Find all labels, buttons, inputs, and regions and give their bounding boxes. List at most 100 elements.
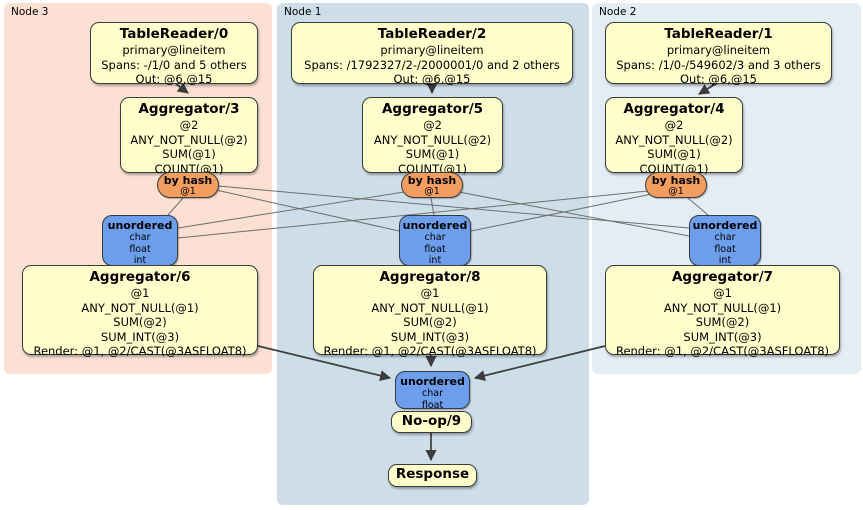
edge-tr0-agg3 (175, 82, 189, 94)
processor-title: TableReader/1 (664, 26, 773, 42)
processor-title: No-op/9 (401, 413, 462, 429)
router-key: @1 (668, 186, 684, 197)
agg-func: ANY_NOT_NULL(@1) (371, 300, 489, 315)
router-key: @1 (180, 186, 196, 197)
noop-processor: No-op/9 (391, 411, 472, 433)
processor-index: primary@lineitem (380, 43, 484, 57)
unordered-sync-node2: unordered char float int (689, 215, 761, 266)
col-type: char (129, 232, 151, 243)
processor-out: Out: @6,@15 (680, 72, 757, 86)
edge-hash1-uno2 (458, 191, 690, 237)
aggregator-3-processor: Aggregator/3 @2 ANY_NOT_NULL(@2) SUM(@1)… (120, 97, 258, 176)
col-type: float (129, 243, 151, 255)
render-expr: Render: @1, @2/CAST(@3ASFLOAT8) (323, 344, 537, 358)
processor-out: Out: @6,@15 (135, 72, 213, 86)
agg-func: ANY_NOT_NULL(@2) (615, 132, 733, 147)
edge-hash1-uno3 (177, 191, 405, 229)
node2-label: Node 2 (599, 6, 637, 18)
tablereader-2-processor: TableReader/2 primary@lineitem Spans: /1… (291, 22, 573, 86)
group-cols: @2 (664, 118, 684, 132)
processor-title: TableReader/0 (119, 26, 229, 42)
processor-title: Aggregator/6 (89, 269, 191, 285)
node1-label: Node 1 (284, 6, 322, 18)
agg-func: SUM_INT(@3) (100, 329, 180, 344)
edge-hash2-uno3 (177, 190, 649, 239)
agg-func: SUM(@1) (162, 147, 216, 161)
processor-spans: Spans: /1/0-/549602/3 and 3 others (616, 57, 821, 72)
sync-type: unordered (400, 375, 465, 388)
aggregator-8-processor: Aggregator/8 @1 ANY_NOT_NULL(@1) SUM(@2)… (313, 265, 547, 358)
col-type: float (421, 399, 444, 411)
aggregator-7-processor: Aggregator/7 @1 ANY_NOT_NULL(@1) SUM(@2)… (605, 265, 840, 358)
hash-mesh-edges (167, 185, 709, 239)
group-cols: @1 (420, 286, 440, 300)
processor-spans: Spans: -/1/0 and 5 others (101, 57, 247, 72)
aggregator-5-processor: Aggregator/5 @2 ANY_NOT_NULL(@2) SUM(@1)… (362, 97, 503, 176)
unordered-sync-node1: unordered char float int (399, 215, 471, 266)
hash-router-node3: by hash @1 (157, 172, 219, 198)
agg-func: ANY_NOT_NULL(@2) (130, 132, 248, 147)
agg-func: SUM(@2) (113, 315, 167, 329)
render-expr: Render: @1, @2/CAST(@3ASFLOAT8) (615, 344, 830, 358)
aggregator-6-processor: Aggregator/6 @1 ANY_NOT_NULL(@1) SUM(@2)… (22, 265, 258, 358)
edge-hash2-uno1 (470, 193, 653, 232)
col-type: int (718, 255, 732, 266)
router-key: @1 (424, 186, 440, 197)
processor-title: Aggregator/5 (381, 101, 484, 117)
hash-router-node1: by hash @1 (401, 172, 463, 198)
response-node: Response (388, 464, 477, 487)
tablereader-0-processor: TableReader/0 primary@lineitem Spans: -/… (90, 22, 258, 86)
col-type: float (714, 243, 736, 255)
processor-title: Aggregator/3 (138, 101, 240, 117)
sync-type: unordered (402, 219, 468, 232)
processor-out: Out: @6,@15 (393, 72, 471, 86)
agg-func: ANY_NOT_NULL(@1) (81, 300, 199, 315)
group-cols: @1 (713, 286, 732, 300)
agg-func: SUM(@1) (405, 147, 460, 161)
group-cols: @1 (130, 286, 150, 300)
processor-title: Aggregator/8 (379, 269, 481, 285)
agg-func: SUM(@1) (647, 147, 701, 161)
processor-spans: Spans: /1792327/2-/2000001/0 and 2 other… (304, 57, 560, 72)
router-type: by hash (651, 174, 701, 187)
edge-hash2-uno2 (687, 197, 709, 216)
unordered-sync-final: unordered char float (395, 371, 470, 411)
col-type: char (714, 232, 736, 243)
render-expr: Render: @1, @2/CAST(@3ASFLOAT8) (33, 344, 247, 358)
node3-label: Node 3 (11, 6, 49, 18)
agg-func: SUM_INT(@3) (390, 329, 470, 344)
processor-index: primary@lineitem (666, 43, 771, 57)
aggregator-4-processor: Aggregator/4 @2 ANY_NOT_NULL(@2) SUM(@1)… (605, 97, 743, 176)
edge-agg7-merge (473, 345, 606, 381)
router-type: by hash (163, 174, 213, 187)
agg-func: ANY_NOT_NULL(@1) (663, 300, 782, 315)
group-cols: @2 (179, 118, 199, 132)
col-type: int (133, 255, 147, 266)
hash-router-node2: by hash @1 (645, 172, 707, 198)
router-type: by hash (407, 174, 457, 187)
col-type: char (424, 232, 446, 243)
agg-func: SUM(@2) (403, 315, 457, 329)
col-type: char (422, 388, 443, 399)
unordered-sync-node3: unordered char float int (102, 215, 178, 266)
tablereader-1-processor: TableReader/1 primary@lineitem Spans: /1… (605, 22, 832, 86)
agg-func: SUM_INT(@3) (683, 329, 762, 344)
col-type: int (428, 255, 442, 266)
sync-type: unordered (107, 219, 173, 232)
edge-hash3-uno1 (215, 189, 400, 232)
agg-func: ANY_NOT_NULL(@2) (373, 132, 492, 147)
edge-tr1-agg4 (698, 82, 718, 95)
edge-hash3-uno3 (167, 197, 184, 216)
flow-arrows (175, 82, 718, 462)
processor-title: TableReader/2 (377, 26, 487, 42)
agg-func: SUM(@2) (695, 315, 750, 329)
response-title: Response (395, 466, 470, 482)
sync-type: unordered (692, 219, 758, 232)
col-type: float (424, 243, 446, 255)
processor-title: Aggregator/4 (623, 101, 725, 117)
edge-agg6-merge (257, 345, 392, 382)
group-cols: @2 (423, 118, 442, 132)
processor-index: primary@lineitem (122, 43, 226, 57)
